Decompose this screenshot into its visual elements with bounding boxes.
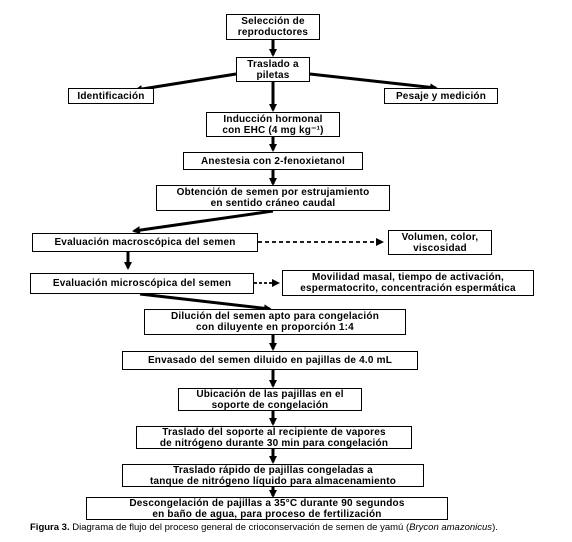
node-eval-micro: Evaluación microscópica del semen	[30, 273, 254, 294]
node-volumen: Volumen, color, viscosidad	[388, 230, 492, 255]
node-dilucion: Dilución del semen apto para congelación…	[144, 309, 406, 335]
node-eval-macro: Evaluación macroscópica del semen	[32, 233, 258, 252]
node-anestesia: Anestesia con 2-fenoxietanol	[183, 152, 363, 170]
arrow-obtencion-macro	[132, 209, 274, 235]
node-pesaje: Pesaje y medición	[384, 88, 498, 104]
node-movilidad: Movilidad masal, tiempo de activación, e…	[282, 270, 534, 296]
node-traslado-soporte: Traslado del soporte al recipiente de va…	[136, 426, 412, 449]
node-envasado: Envasado del semen diluido en pajillas d…	[122, 351, 418, 370]
figure-caption: Figura 3. Diagrama de flujo del proceso …	[30, 522, 570, 534]
node-descongelacion: Descongelación de pajillas a 35°C durant…	[86, 497, 448, 520]
arrow-traslado-identificacion	[134, 72, 237, 94]
node-seleccion: Selección de reproductores	[226, 14, 320, 40]
caption-species: Brycon amazonicus	[409, 522, 493, 533]
node-traslado-piletas: Traslado a piletas	[236, 57, 310, 82]
node-obtencion: Obtención de semen por estrujamiento en …	[156, 185, 390, 211]
node-induccion: Inducción hormonal con EHC (4 mg kg⁻¹)	[206, 112, 340, 137]
caption-text: Diagrama de flujo del proceso general de…	[72, 522, 410, 533]
caption-label: Figura 3.	[30, 522, 70, 533]
node-identificacion: Identificación	[68, 88, 154, 104]
caption-end: ).	[492, 522, 498, 533]
arrow-micro-dilucion	[139, 292, 272, 313]
node-ubicacion: Ubicación de las pajillas en el soporte …	[178, 388, 362, 411]
arrow-traslado-pesaje	[309, 72, 438, 92]
node-traslado-rapido: Traslado rápido de pajillas congeladas a…	[122, 464, 424, 487]
